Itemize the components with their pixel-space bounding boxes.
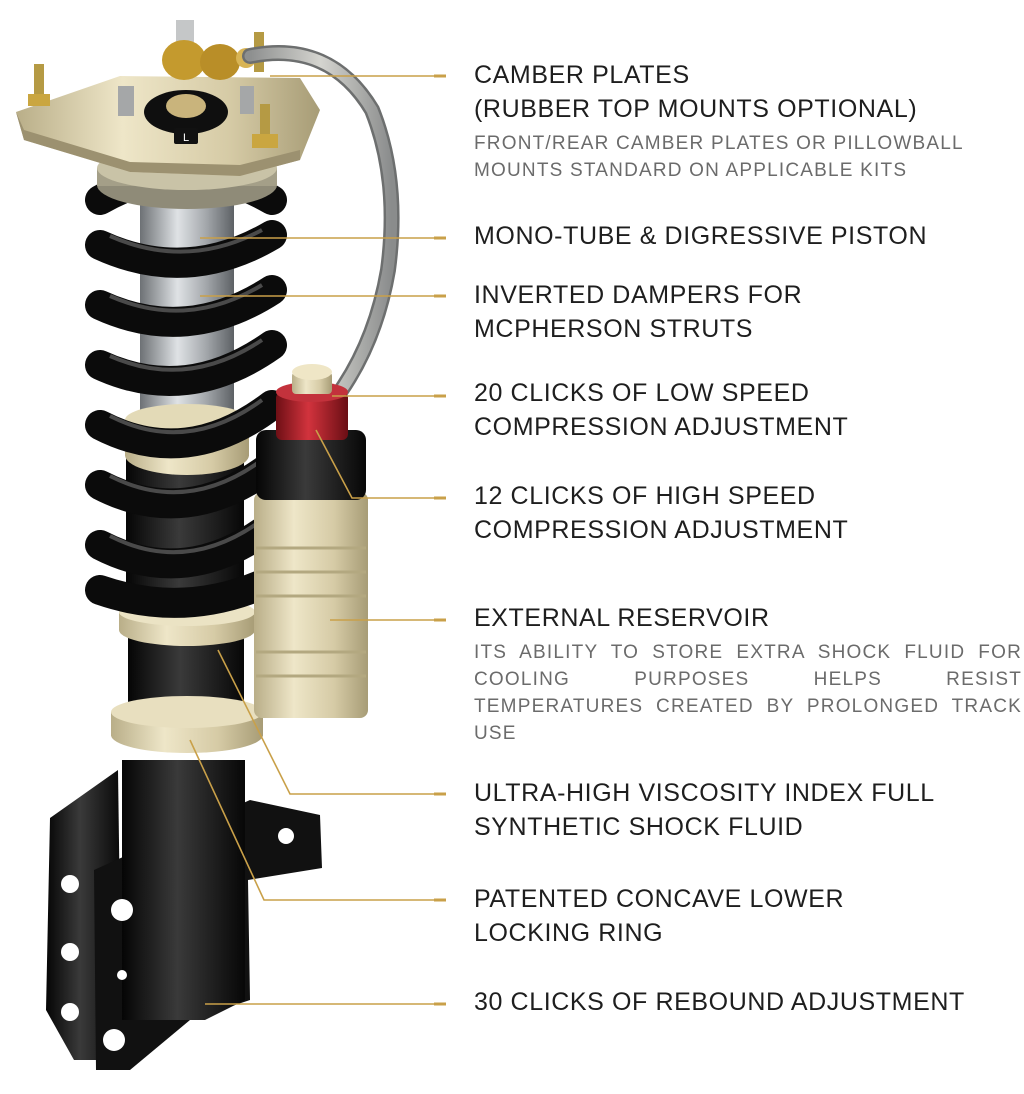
leader-low-speed-end [434, 394, 446, 398]
knuckle-bracket [46, 760, 322, 1070]
leader-rebound-end [434, 1002, 446, 1006]
annotation-camber-plates: CAMBER PLATES (RUBBER TOP MOUNTS OPTIONA… [474, 58, 964, 184]
locking-rings [111, 598, 263, 753]
annotation-title: MONO-TUBE & DIGRESSIVE PISTON [474, 222, 928, 250]
braided-hose [242, 45, 400, 400]
external-reservoir [254, 364, 368, 718]
annotation-description: ITS ABILITY TO STORE EXTRA SHOCK FLUID F… [474, 642, 1022, 744]
annotation-title: INVERTED DAMPERS FOR MCPHERSON STRUTS [474, 281, 803, 343]
annotation-high-speed: 12 CLICKS OF HIGH SPEED COMPRESSION ADJU… [474, 479, 848, 547]
annotation-mono-tube: MONO-TUBE & DIGRESSIVE PISTON [474, 219, 927, 253]
leader-inverted-dampers-end [434, 294, 446, 298]
annotation-locking-ring: PATENTED CONCAVE LOWER LOCKING RING [474, 882, 844, 950]
annotation-title: ULTRA-HIGH VISCOSITY INDEX FULL SYNTHETI… [474, 779, 935, 841]
annotation-title: CAMBER PLATES (RUBBER TOP MOUNTS OPTIONA… [474, 61, 918, 123]
leader-camber-plates-end [434, 74, 446, 78]
annotation-title: 12 CLICKS OF HIGH SPEED COMPRESSION ADJU… [474, 482, 849, 544]
annotation-shock-fluid: ULTRA-HIGH VISCOSITY INDEX FULL SYNTHETI… [474, 776, 935, 844]
spring-highlights [109, 228, 264, 555]
annotation-title: 20 CLICKS OF LOW SPEED COMPRESSION ADJUS… [474, 379, 849, 441]
annotation-external-reservoir: EXTERNAL RESERVOIR ITS ABILITY TO STORE … [474, 601, 1022, 747]
leader-lines [189, 74, 446, 1006]
leader-locking-ring-end [434, 898, 446, 902]
leader-high-speed [315, 429, 436, 499]
annotation-low-speed: 20 CLICKS OF LOW SPEED COMPRESSION ADJUS… [474, 376, 848, 444]
leader-shock-fluid [217, 649, 436, 795]
camber-plate-letter: L [183, 132, 189, 144]
annotation-rebound: 30 CLICKS OF REBOUND ADJUSTMENT [474, 985, 965, 1019]
leader-shock-fluid-end [434, 792, 446, 796]
annotation-title: PATENTED CONCAVE LOWER LOCKING RING [474, 885, 845, 947]
spring [85, 160, 287, 618]
annotation-description: FRONT/REAR CAMBER PLATES OR PILLOWBALL M… [474, 133, 964, 181]
leader-external-reservoir-end [434, 618, 446, 622]
annotation-title: 30 CLICKS OF REBOUND ADJUSTMENT [474, 988, 965, 1016]
leader-mono-tube-end [434, 236, 446, 240]
annotation-inverted-dampers: INVERTED DAMPERS FOR MCPHERSON STRUTS [474, 278, 802, 346]
annotation-title: EXTERNAL RESERVOIR [474, 604, 770, 632]
leader-locking-ring [189, 739, 436, 901]
leader-high-speed-end [434, 496, 446, 500]
camber-plate: L [16, 20, 320, 176]
